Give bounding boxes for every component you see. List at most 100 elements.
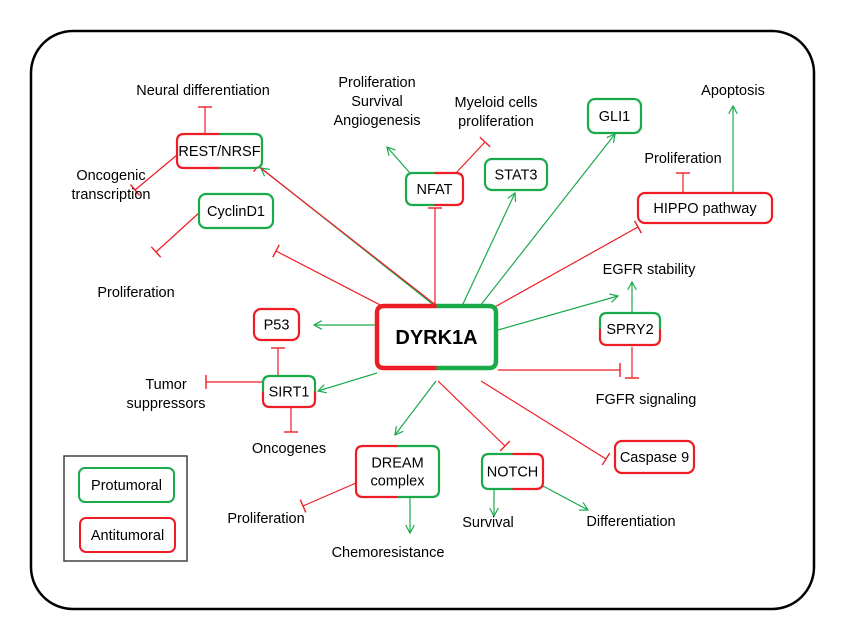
edge-notch-activation-survival bbox=[489, 489, 499, 518]
arrowhead-icon bbox=[609, 293, 620, 303]
edge-notch-activation-differentiation bbox=[542, 485, 590, 511]
node-dyrk1a[interactable]: DYRK1A bbox=[374, 303, 499, 371]
edge-line bbox=[386, 146, 411, 174]
edge-line bbox=[461, 192, 516, 307]
node-sirt1[interactable]: SIRT1 bbox=[261, 374, 317, 409]
edge-line bbox=[275, 250, 387, 309]
node-gli1[interactable]: GLI1 bbox=[586, 97, 643, 135]
outcome-hippo-prolif: Proliferation bbox=[644, 151, 721, 167]
arrowhead-icon bbox=[405, 524, 415, 535]
outcome-label: Proliferation bbox=[644, 151, 721, 167]
outcome-label: FGFR signaling bbox=[596, 392, 697, 408]
edge-line bbox=[394, 380, 437, 436]
node-hippo[interactable]: HIPPO pathway bbox=[636, 191, 774, 225]
node-background bbox=[588, 99, 641, 133]
outcome-label: Proliferation bbox=[338, 75, 415, 91]
node-background bbox=[482, 454, 543, 489]
node-border bbox=[483, 157, 549, 192]
arrowhead-icon bbox=[312, 320, 323, 330]
node-border-right bbox=[434, 171, 465, 207]
legend-label: Antitumoral bbox=[91, 528, 164, 544]
edge-line bbox=[497, 295, 619, 331]
node-border bbox=[613, 439, 696, 475]
edge-sirt1-inhibition-p53 bbox=[271, 347, 285, 376]
node-border-left bbox=[374, 303, 437, 371]
edge-line bbox=[155, 211, 201, 253]
outcome-neural-diff: Neural differentiation bbox=[136, 83, 270, 99]
node-border bbox=[586, 97, 643, 135]
diagram-frame bbox=[29, 29, 816, 611]
outcome-label: Survival bbox=[351, 94, 403, 110]
outcome-label: Apoptosis bbox=[701, 83, 765, 99]
node-background bbox=[254, 309, 299, 340]
outcome-apoptosis: Apoptosis bbox=[701, 83, 765, 99]
node-p53[interactable]: P53 bbox=[252, 307, 301, 342]
edge-hippo-activation-apoptosis bbox=[728, 104, 738, 193]
arrowhead-icon bbox=[728, 104, 738, 115]
node-border bbox=[252, 307, 301, 342]
edge-line bbox=[455, 141, 486, 174]
node-border-bottom bbox=[598, 329, 662, 347]
node-label: SIRT1 bbox=[269, 385, 310, 401]
outcome-label: proliferation bbox=[458, 114, 534, 130]
node-notch[interactable]: NOTCH bbox=[480, 452, 545, 491]
node-border bbox=[197, 192, 275, 230]
edge-hippo-inhibition-hippo_prolif bbox=[676, 172, 690, 193]
outcome-fgfr: FGFR signaling bbox=[596, 392, 697, 408]
edge-dyrk1a-activation-sirt1 bbox=[316, 372, 378, 394]
node-caspase9[interactable]: Caspase 9 bbox=[613, 439, 696, 475]
outcome-label: suppressors bbox=[127, 396, 206, 412]
edge-dream-inhibition-dream_prolif bbox=[299, 482, 357, 513]
edge-dyrk1a-inhibition-fgfr bbox=[498, 363, 621, 377]
node-cyclind1[interactable]: CyclinD1 bbox=[197, 192, 275, 230]
node-border-top bbox=[261, 374, 317, 392]
node-label: DYRK1A bbox=[395, 327, 477, 349]
edge-spry2-inhibition-fgfr bbox=[625, 347, 639, 379]
outcome-label: Proliferation bbox=[227, 511, 304, 527]
node-background bbox=[356, 446, 439, 497]
arrowhead-icon bbox=[507, 191, 517, 203]
edge-dyrk1a-activation-stat3 bbox=[461, 191, 517, 307]
node-border-left bbox=[354, 444, 398, 499]
inhibition-bar-icon bbox=[129, 184, 141, 196]
edge-nfat-activation-pro_surv_angio bbox=[386, 146, 411, 174]
inhibition-bar-icon bbox=[499, 440, 511, 452]
edge-line bbox=[479, 133, 616, 307]
node-stat3[interactable]: STAT3 bbox=[483, 157, 549, 192]
edge-line bbox=[480, 380, 607, 460]
node-background bbox=[406, 173, 463, 205]
arrowhead-icon bbox=[578, 502, 590, 511]
node-background bbox=[638, 193, 772, 223]
node-label: SPRY2 bbox=[606, 322, 653, 338]
edge-sirt1-inhibition-oncogenes bbox=[284, 408, 298, 433]
node-spry2[interactable]: SPRY2 bbox=[598, 311, 662, 347]
node-border-bottom bbox=[261, 391, 317, 409]
node-label: GLI1 bbox=[599, 109, 630, 125]
node-label: P53 bbox=[264, 318, 290, 334]
legend-item-protumoral: Protumoral bbox=[78, 467, 175, 503]
node-rest[interactable]: REST/NRSF bbox=[175, 132, 264, 170]
edge-line bbox=[492, 226, 639, 309]
outcome-label: Myeloid cells bbox=[455, 95, 538, 111]
edge-line bbox=[257, 165, 438, 307]
edge-sirt1-inhibition-tumor_supp bbox=[205, 375, 263, 389]
node-border-right bbox=[512, 452, 545, 491]
outcome-label: Chemoresistance bbox=[332, 545, 445, 561]
outcome-label: transcription bbox=[72, 187, 151, 203]
edge-line bbox=[542, 485, 589, 511]
arrowhead-icon bbox=[394, 426, 404, 436]
edge-line bbox=[317, 372, 378, 392]
edge-dyrk1a-activation-spry2 bbox=[497, 293, 620, 331]
legend-label: Protumoral bbox=[91, 478, 162, 494]
outcome-dream-prolif: Proliferation bbox=[227, 511, 304, 527]
node-nfat[interactable]: NFAT bbox=[404, 171, 465, 207]
outcomes-layer: Neural differentiationOncogenictranscrip… bbox=[72, 75, 765, 561]
node-label: STAT3 bbox=[495, 168, 538, 184]
node-background bbox=[600, 313, 660, 345]
edges-layer bbox=[129, 104, 738, 535]
